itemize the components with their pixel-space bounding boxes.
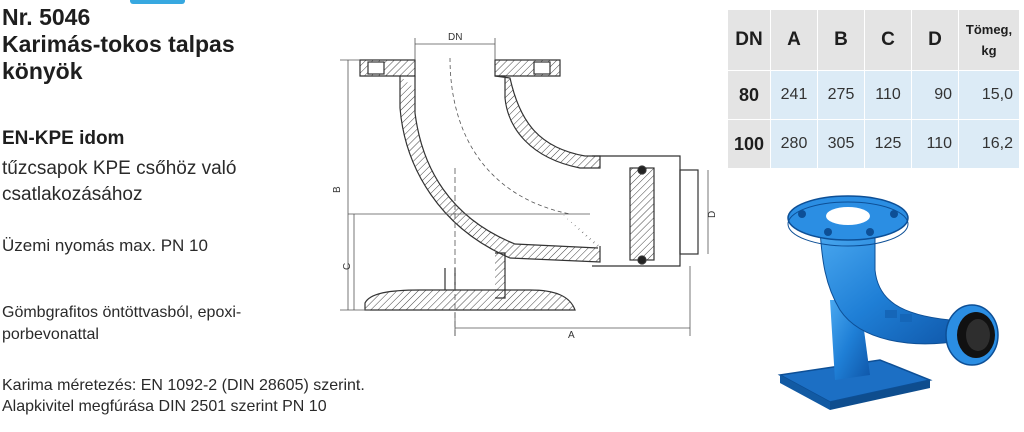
dimension-table: DN A B C D Tömeg, kg 80 241 275 110 90 1… [728, 10, 1020, 169]
header-c: C [865, 10, 912, 71]
bolt-hole-right [533, 61, 551, 75]
cell-b: 305 [818, 120, 865, 169]
product-photo [777, 195, 999, 410]
product-purpose: tűzcsapok KPE csőhöz való csatlakozásáho… [2, 156, 236, 208]
photo-elbow-body [819, 229, 966, 345]
gasket-ring-bottom [637, 255, 647, 265]
dim-a-label: A [568, 330, 575, 341]
elbow-inner-wall [494, 75, 601, 169]
purpose-line1: tűzcsapok KPE csőhöz való [2, 158, 237, 179]
technical-drawing: DN B C A D [332, 32, 718, 341]
header-weight-line2: kg [981, 43, 997, 58]
material-line2: porbevonattal [2, 326, 99, 343]
header-a: A [771, 10, 818, 71]
gasket-ring-top [637, 165, 647, 175]
cell-a: 280 [771, 120, 818, 169]
table-row: 100 280 305 125 110 16,2 [728, 120, 1020, 169]
cell-weight: 15,0 [959, 71, 1020, 120]
cell-d: 90 [912, 71, 959, 120]
cell-b: 275 [818, 71, 865, 120]
dim-dn-label: DN [448, 32, 462, 43]
material-line1: Gömbgrafitos öntöttvasból, epoxi- [2, 304, 242, 321]
operating-pressure: Üzemi nyomás max. PN 10 [2, 236, 208, 255]
standards-note: Karima méretezés: EN 1092-2 (DIN 28605) … [2, 375, 365, 417]
top-accent-bar [130, 0, 185, 4]
cell-dn: 80 [728, 71, 771, 120]
dim-b-label: B [332, 186, 343, 193]
cell-d: 110 [912, 120, 959, 169]
product-name-line1: Karimás-tokos talpas [2, 31, 235, 57]
header-b: B [818, 10, 865, 71]
cell-c: 125 [865, 120, 912, 169]
photo-foot-plate-edge [780, 375, 830, 410]
product-title: Nr. 5046 Karimás-tokos talpas könyök [2, 4, 235, 85]
header-weight-line1: Tömeg, [965, 22, 1013, 37]
table-row: 80 241 275 110 90 15,0 [728, 71, 1020, 120]
socket-gasket [629, 167, 655, 261]
dim-d-label: D [707, 211, 718, 218]
cell-weight: 16,2 [959, 120, 1020, 169]
dim-c-label: C [342, 263, 353, 270]
product-number: Nr. 5046 [2, 4, 91, 30]
material-description: Gömbgrafitos öntöttvasból, epoxi- porbev… [2, 302, 241, 346]
cell-a: 241 [771, 71, 818, 120]
foot-plate [364, 289, 576, 311]
photo-flange-bore [826, 207, 870, 225]
cell-c: 110 [865, 71, 912, 120]
note-line1: Karima méretezés: EN 1092-2 (DIN 28605) … [2, 377, 365, 394]
note-line2: Alapkivitel megfúrása DIN 2501 szerint P… [2, 398, 327, 415]
product-subtitle: EN-KPE idom [2, 128, 125, 149]
bolt-hole-left [367, 61, 385, 75]
header-dn: DN [728, 10, 771, 71]
table-header-row: DN A B C D Tömeg, kg [728, 10, 1020, 71]
socket-spigot [679, 169, 699, 255]
elbow-outer-inner [414, 76, 599, 249]
purpose-line2: csatlakozásához [2, 184, 143, 205]
product-name-line2: könyök [2, 58, 83, 84]
cell-dn: 100 [728, 120, 771, 169]
header-weight: Tömeg, kg [959, 10, 1020, 71]
foot-rib [444, 268, 456, 290]
header-d: D [912, 10, 959, 71]
